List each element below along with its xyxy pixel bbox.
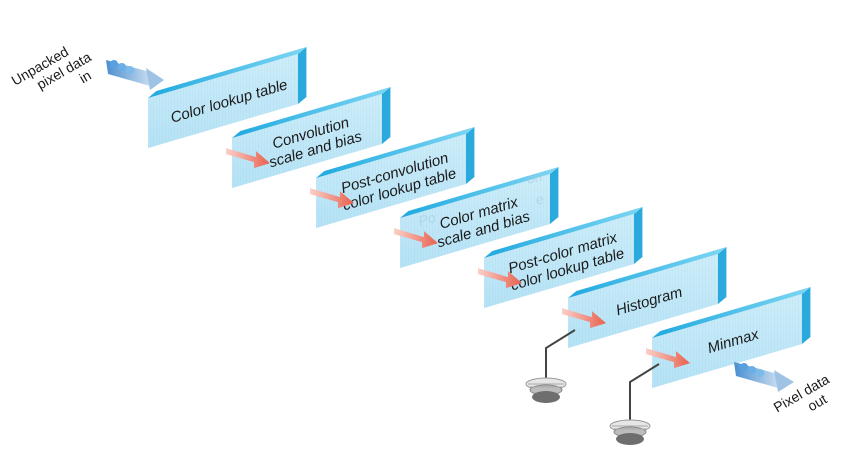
flow-arrow xyxy=(562,308,606,329)
svg-text:Po: Po xyxy=(417,209,438,229)
input-label-line-3: in xyxy=(76,67,93,86)
stage-top-face xyxy=(232,87,391,138)
flow-arrow xyxy=(646,348,690,369)
input-arrow xyxy=(106,60,164,90)
stage-top-face xyxy=(316,127,475,178)
stage-side-face xyxy=(298,47,307,104)
stage-side-face xyxy=(382,87,391,144)
stage-block-histogram: Histogram xyxy=(568,247,727,348)
stage-side-face xyxy=(466,127,475,184)
stage-side-face xyxy=(802,287,811,344)
stage-top-face xyxy=(568,247,727,298)
flow-arrow xyxy=(226,148,270,169)
stage-side-face xyxy=(634,207,643,264)
input-label: Unpacked pixel data in xyxy=(8,43,93,92)
ghost-text: Po on e xyxy=(417,167,546,229)
flow-arrow xyxy=(310,188,354,209)
stage-block-color-lookup-table: Color lookup table xyxy=(148,47,307,148)
flow-arrow xyxy=(478,268,522,289)
stage-side-face xyxy=(718,247,727,304)
histogram-ground-connector xyxy=(525,329,576,403)
stage-side-face xyxy=(550,167,559,224)
stage-block-minmax: Minmax xyxy=(652,287,811,388)
svg-text:e: e xyxy=(534,190,546,208)
stage-top-face xyxy=(484,207,643,258)
svg-text:on: on xyxy=(525,167,544,187)
stage-top-face xyxy=(652,287,811,338)
output-arrow xyxy=(734,362,794,392)
minmax-ground-connector xyxy=(609,363,660,445)
flow-arrows xyxy=(226,148,690,369)
flow-arrow xyxy=(394,228,438,249)
stage-top-face xyxy=(400,167,559,218)
stage-top-face xyxy=(148,47,307,98)
